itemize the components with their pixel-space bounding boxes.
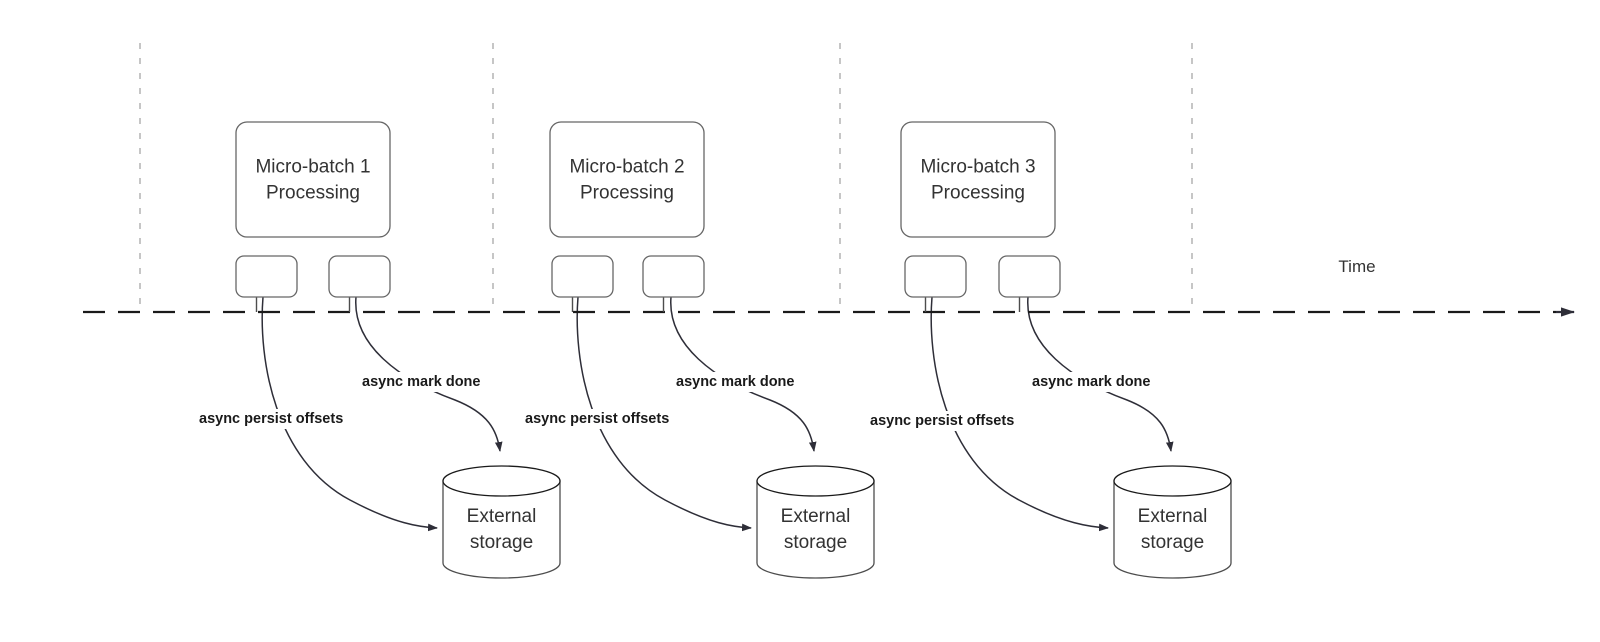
flow-arrow-1-2	[355, 296, 503, 452]
micro-batch-box-3[interactable]	[900, 121, 1056, 238]
micro-batch-label-line1-2: Micro-batch 2	[569, 157, 684, 178]
timeline-axis	[83, 297, 1575, 317]
task-box-2-2[interactable]	[642, 255, 705, 298]
time-axis-label: Time	[1338, 257, 1375, 276]
edge-label-group-3-2: async mark done	[1028, 372, 1155, 392]
micro-batch-label-line2-2: Processing	[580, 183, 674, 204]
edge-label-mask-3-2	[1028, 372, 1155, 392]
time-axis-label: Time	[1338, 257, 1375, 276]
edge-label-group-2-2: async mark done	[672, 372, 799, 392]
external-storage-cylinder-3[interactable]: External storage	[1113, 465, 1232, 579]
cylinder-body-3	[1113, 480, 1232, 579]
flow-arrow-3-2	[1027, 296, 1174, 452]
cylinder-top-ellipse-2	[756, 465, 875, 497]
micro-batch-label-line2-1: Processing	[266, 183, 360, 204]
task-box-2-1[interactable]	[551, 255, 614, 298]
edge-labels: async persist offsets async mark done asyn…	[195, 372, 1155, 431]
task-box-3-2[interactable]	[998, 255, 1061, 298]
edge-label-mask-2-1	[521, 409, 674, 429]
edge-label-mask-1-2	[358, 372, 485, 392]
external-storage-cylinder-2[interactable]: External storage	[756, 465, 875, 579]
micro-batch-label-line1-1: Micro-batch 1	[255, 157, 370, 178]
edge-label-group-3-1: async persist offsets	[866, 411, 1019, 431]
edge-label-mask-3-1	[866, 411, 1019, 431]
flow-arrow-2-1	[576, 296, 752, 532]
edge-label-mask-1-1	[195, 409, 348, 429]
cylinder-top-ellipse-1	[442, 465, 561, 497]
edge-label-group-2-1: async persist offsets	[521, 409, 674, 429]
flow-arrow-2-2	[670, 296, 817, 452]
edge-label-group-1-2: async mark done	[358, 372, 485, 392]
edge-label-3-1: async persist offsets	[870, 413, 1014, 429]
edge-label-2-2: async mark done	[676, 374, 794, 390]
storage-label-line2-2: storage	[784, 532, 847, 553]
micro-batch-box-1[interactable]	[235, 121, 391, 238]
cylinder-top-ellipse-3	[1113, 465, 1232, 497]
flow-arrow-3-1	[930, 296, 1109, 532]
edge-label-1-2: async mark done	[362, 374, 480, 390]
task-box-1-1[interactable]	[235, 255, 298, 298]
flow-edges	[261, 296, 1174, 532]
micro-batch-label-line2-3: Processing	[931, 183, 1025, 204]
storage-label-line2-1: storage	[470, 532, 533, 553]
storage-label-line1-1: External	[467, 506, 537, 527]
edge-label-1-1: async persist offsets	[199, 411, 343, 427]
task-box-3-1[interactable]	[904, 255, 967, 298]
storage-label-line1-3: External	[1138, 506, 1208, 527]
cylinder-body-1	[442, 480, 561, 579]
edge-label-3-2: async mark done	[1032, 374, 1150, 390]
flow-arrow-1-1	[261, 296, 438, 532]
micro-batch-box-2[interactable]	[549, 121, 705, 238]
external-storage-cylinder-1[interactable]: External storage	[442, 465, 561, 579]
edge-label-2-1: async persist offsets	[525, 411, 669, 427]
edge-label-group-1-1: async persist offsets	[195, 409, 348, 429]
cylinder-body-2	[756, 480, 875, 579]
task-box-1-2[interactable]	[328, 255, 391, 298]
storage-label-line1-2: External	[781, 506, 851, 527]
micro-batch-label-line1-3: Micro-batch 3	[920, 157, 1035, 178]
diagram-nodes: Micro-batch 1ProcessingExternalstorageMi…	[235, 121, 1232, 579]
storage-label-line2-3: storage	[1141, 532, 1204, 553]
edge-label-mask-2-2	[672, 372, 799, 392]
